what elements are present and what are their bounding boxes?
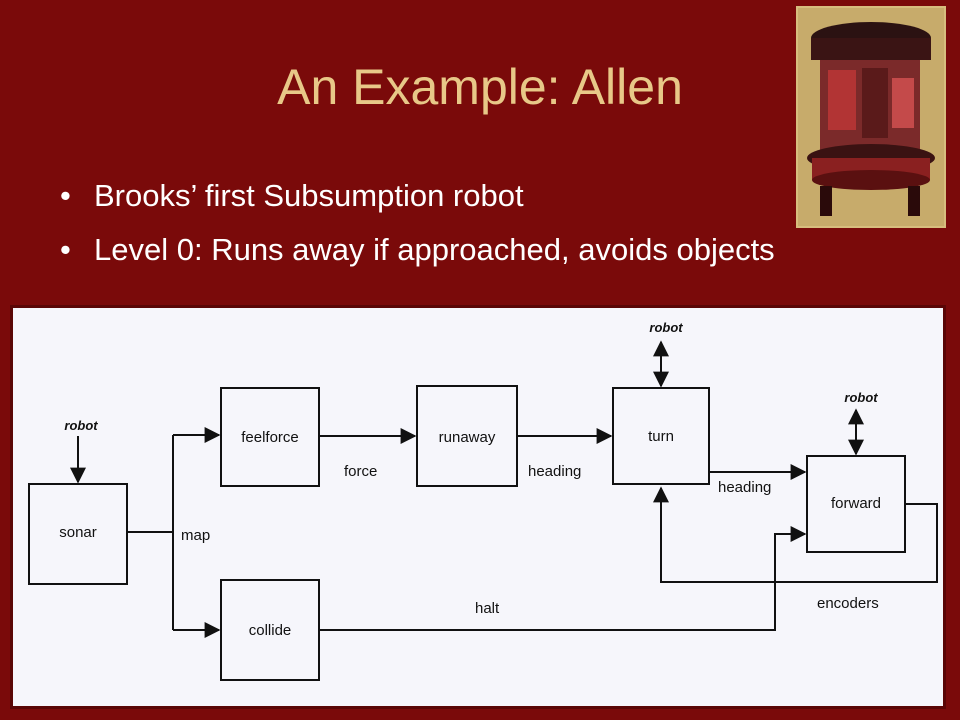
edge-heading-label: heading	[528, 463, 581, 480]
edge-force: force	[319, 428, 417, 480]
bullet-list: Brooks’ first Subsumption robot Level 0:…	[60, 176, 775, 284]
diagram-canvas: sonar feelforce runaway turn forward col…	[28, 320, 938, 681]
module-collide: collide	[220, 579, 320, 681]
module-runaway-label: runaway	[439, 429, 496, 446]
edge-encoders-label: encoders	[817, 595, 879, 612]
module-feelforce: feelforce	[220, 387, 320, 487]
module-sonar: sonar	[28, 483, 128, 585]
bullet-item: Level 0: Runs away if approached, avoids…	[60, 230, 775, 284]
subsumption-diagram: sonar feelforce runaway turn forward col…	[10, 305, 946, 709]
module-turn: turn	[612, 387, 710, 485]
robot-photo-illustration	[798, 8, 944, 226]
edge-heading-runaway-turn: heading	[517, 428, 613, 480]
module-sonar-label: sonar	[59, 524, 97, 541]
slide-title: An Example: Allen	[277, 59, 683, 115]
edge-map-label: map	[181, 527, 210, 544]
external-robot-forward: robot	[844, 390, 878, 456]
module-collide-label: collide	[249, 622, 292, 639]
robot-label: robot	[844, 390, 878, 405]
edge-heading-label: heading	[718, 479, 771, 496]
module-runaway: runaway	[416, 385, 518, 487]
module-forward-label: forward	[831, 495, 881, 512]
edge-map: map	[127, 427, 221, 638]
robot-label: robot	[649, 320, 683, 335]
module-feelforce-label: feelforce	[241, 429, 299, 446]
edge-halt-label: halt	[475, 600, 500, 617]
external-robot-sonar: robot	[64, 418, 98, 484]
robot-label: robot	[64, 418, 98, 433]
edge-encoders: encoders	[653, 486, 938, 612]
external-robot-turn: robot	[649, 320, 683, 388]
module-turn-label: turn	[648, 428, 674, 445]
edge-halt: halt	[319, 526, 807, 631]
module-forward: forward	[806, 455, 906, 553]
edge-heading-turn-forward: heading	[709, 464, 807, 496]
robot-photo	[796, 6, 946, 228]
edge-force-label: force	[344, 463, 377, 480]
bullet-item: Brooks’ first Subsumption robot	[60, 176, 775, 230]
